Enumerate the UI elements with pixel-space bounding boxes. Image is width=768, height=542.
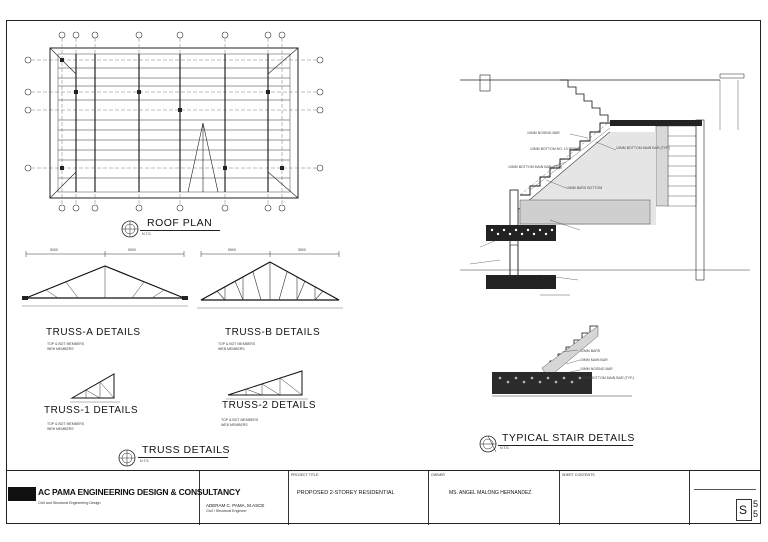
sheet-letter: S xyxy=(739,503,748,517)
project-title: PROPOSED 2-STOREY RESIDENTIAL xyxy=(297,490,395,496)
truss-1-title: TRUSS-1 DETAILS xyxy=(44,405,138,416)
roof-plan-title-underline xyxy=(140,230,220,231)
sheet-total: 5 xyxy=(753,509,759,519)
truss-2-drawing xyxy=(226,370,308,400)
stair-details-title: TYPICAL STAIR DETAILS xyxy=(502,432,635,444)
truss-details-symbol xyxy=(118,449,136,467)
truss-2-note-top: TOP & BOT MEMBERS xyxy=(221,418,259,422)
stair-details-underline xyxy=(498,445,633,446)
truss-b-drawing xyxy=(197,251,343,309)
truss-a-dim-left: 5000 xyxy=(50,248,58,252)
engineer-name: ADERAM C. PAMA, M.ASCE xyxy=(206,503,265,508)
sheet-letter-box xyxy=(736,499,752,521)
sheet-notes-box xyxy=(694,475,756,490)
company-name: AC PAMA ENGINEERING DESIGN & CONSULTANCY xyxy=(38,487,241,497)
roof-plan-scale: N.T.S. xyxy=(142,232,152,236)
title-block-company-cell: AC PAMA ENGINEERING DESIGN & CONSULTANCY… xyxy=(6,471,241,525)
truss-a-note-top: TOP & BOT MEMBERS xyxy=(47,342,85,346)
truss-b-dim-right: 5500 xyxy=(298,248,306,252)
truss-1-note-top: TOP & BOT MEMBERS xyxy=(47,422,85,426)
truss-b-dim-left: 5500 xyxy=(228,248,236,252)
sheet-contents-label: SHEET CONTENTS xyxy=(562,473,595,477)
truss-details-title: TRUSS DETAILS xyxy=(142,444,230,456)
roof-plan-title: ROOF PLAN xyxy=(147,217,213,229)
stair-callout-9: 10MM BOTTOM MAIN BAR (TYP.) xyxy=(580,376,635,380)
truss-2-title: TRUSS-2 DETAILS xyxy=(222,400,316,411)
stair-callout-1: 10MM NOSING BAR xyxy=(527,131,560,135)
truss-1-note-web: WEB MEMBERS xyxy=(47,427,74,431)
title-block-engineer-cell: ADERAM C. PAMA, M.ASCE Civil / Structura… xyxy=(200,471,289,525)
stair-details-symbol xyxy=(479,435,497,453)
truss-a-note-web: WEB MEMBERS xyxy=(47,347,74,351)
truss-b-title: TRUSS-B DETAILS xyxy=(225,327,321,338)
stair-callout-3: 10MM BOTTOM MAIN BAR (TYP.) xyxy=(508,165,563,169)
engineer-role: Civil / Structural Engineer xyxy=(206,509,247,513)
truss-2-note-web: WEB MEMBERS xyxy=(221,423,248,427)
owner-name: MS. ANGEL MALONG HERNANDEZ xyxy=(449,490,532,496)
truss-a-drawing xyxy=(22,251,188,307)
title-block-owner-cell: OWNER MS. ANGEL MALONG HERNANDEZ xyxy=(429,471,560,525)
stair-callout-6: 12MM BARS xyxy=(580,349,601,353)
company-logo xyxy=(8,487,36,501)
stair-details-scale: N.T.S. xyxy=(500,446,510,450)
drawing-sheet xyxy=(6,20,761,524)
sheet-number: 5 xyxy=(753,499,759,509)
roof-plan-drawing xyxy=(24,31,324,212)
stair-callout-2: 10MM BOTTOM NO. 10 REBAR xyxy=(530,147,581,151)
truss-a-title: TRUSS-A DETAILS xyxy=(46,327,141,338)
truss-a-dim-right: 5000 xyxy=(128,248,136,252)
stair-callout-5: 10MM BARS BOTTOM xyxy=(566,186,603,190)
truss-b-note-web: WEB MEMBERS xyxy=(218,347,245,351)
title-block-project-cell: PROJECT TITLE PROPOSED 2-STOREY RESIDENT… xyxy=(289,471,429,525)
stair-lower-detail xyxy=(492,325,632,397)
title-block-contents-cell: SHEET CONTENTS xyxy=(560,471,690,525)
stair-section-drawing xyxy=(460,73,750,296)
title-block: AC PAMA ENGINEERING DESIGN & CONSULTANCY… xyxy=(6,470,761,525)
roof-plan-north-symbol xyxy=(121,220,139,238)
stair-callout-7: 10MM MAIN BAR xyxy=(580,358,608,362)
project-label: PROJECT TITLE xyxy=(291,473,319,477)
truss-details-underline xyxy=(138,457,228,458)
truss-details-scale: N.T.S. xyxy=(140,459,150,463)
title-block-sheet-cell: S 5 5 xyxy=(690,471,761,525)
stair-callout-4: 10MM BOTTOM MAIN BAR (TYP.) xyxy=(616,146,671,150)
stair-callout-8: 10MM NOSING BAR xyxy=(580,367,613,371)
truss-b-note-top: TOP & BOT MEMBERS xyxy=(218,342,256,346)
company-subtitle: Civil and Structural Engineering Design xyxy=(38,501,101,505)
owner-label: OWNER xyxy=(431,473,445,477)
truss-1-drawing xyxy=(70,373,120,403)
